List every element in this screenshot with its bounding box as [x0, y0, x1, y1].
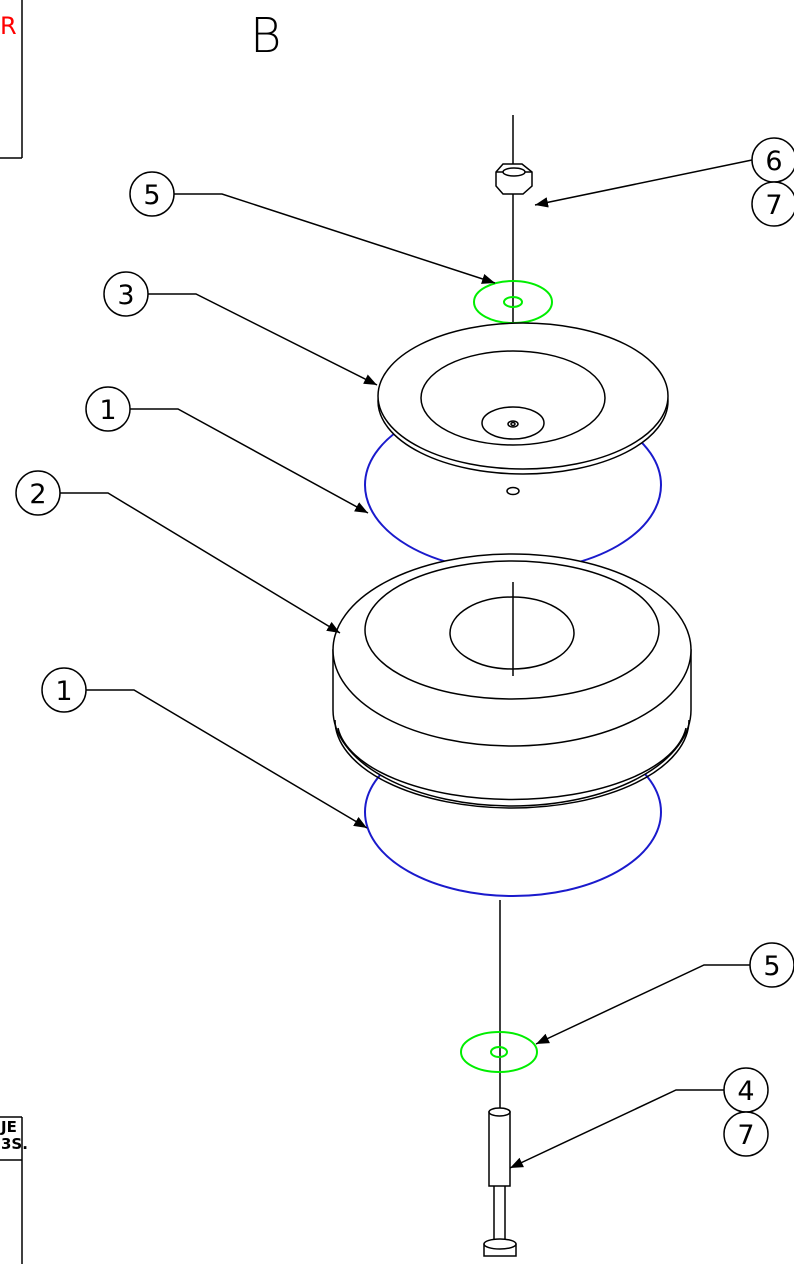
leader-1-upper [130, 408, 369, 514]
svg-text:1: 1 [99, 395, 116, 426]
balloon-item-4: 4 [723, 1067, 769, 1113]
cup-washer [377, 322, 669, 475]
hex-nut [495, 163, 533, 195]
leader-6 [534, 159, 753, 208]
svg-text:5: 5 [763, 951, 780, 982]
balloon-item-1-lower: 1 [41, 667, 87, 713]
svg-text:7: 7 [765, 190, 782, 221]
svg-text:7: 7 [737, 1120, 754, 1151]
leader-lines [60, 159, 753, 1169]
svg-text:3: 3 [117, 280, 134, 311]
balloon-item-6: 6 [751, 137, 794, 183]
revision-note-fragment: R [0, 12, 17, 40]
leader-4 [509, 1089, 724, 1169]
balloon-item-7-top: 7 [751, 181, 794, 227]
washer-bottom [460, 1031, 538, 1073]
leader-2 [60, 492, 341, 634]
leader-5-top [174, 193, 496, 284]
svg-text:5: 5 [143, 180, 160, 211]
leader-3 [148, 293, 378, 386]
bolt [483, 1107, 517, 1257]
note-fragment-line2: 3S. [1, 1135, 28, 1153]
title-block-fragment-top: R [0, 0, 23, 159]
balloon-item-2: 2 [15, 470, 61, 516]
zone-letter: B [250, 8, 281, 64]
svg-text:4: 4 [737, 1076, 754, 1107]
svg-text:6: 6 [765, 146, 782, 177]
note-fragment-line1: JE [0, 1118, 17, 1136]
svg-text:2: 2 [29, 479, 46, 510]
balloon-item-3: 3 [103, 271, 149, 317]
balloon-item-7-bottom: 7 [723, 1111, 769, 1157]
isolator-body [332, 553, 692, 809]
svg-text:1: 1 [55, 676, 72, 707]
balloon-item-1-upper: 1 [85, 386, 131, 432]
balloon-item-5-top: 5 [129, 171, 175, 217]
leader-5-bottom [535, 964, 750, 1045]
balloon-item-5-bottom: 5 [749, 942, 794, 988]
leader-1-lower [86, 689, 368, 829]
title-block-fragment-bottom: JE 3S. [0, 1116, 28, 1264]
